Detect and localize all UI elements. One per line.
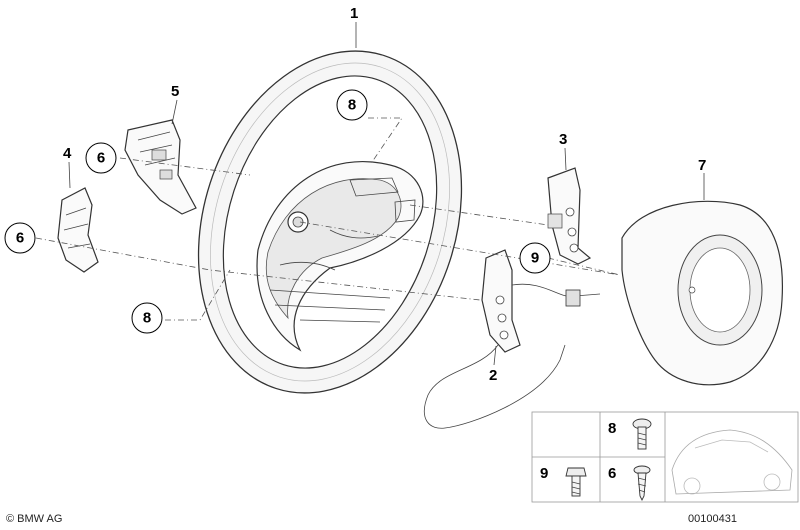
callout-3: 3 [559,131,567,148]
screw-6-icon [633,465,651,502]
bolt-9-icon [565,467,587,497]
svg-text:6: 6 [16,230,24,247]
svg-text:8: 8 [143,310,151,327]
callout-5: 5 [171,83,179,100]
svg-text:9: 9 [531,250,539,267]
svg-text:6: 6 [97,150,105,167]
callout-6-upper: 6 [85,142,117,174]
callout-4: 4 [63,145,72,162]
part-7-airbag-cover [621,200,784,386]
callout-9: 9 [519,242,551,274]
callout-8-lower: 8 [131,302,163,334]
part-5-switch-cluster [124,119,197,215]
bolt-8-icon [632,418,652,450]
callout-6-lower: 6 [4,222,36,254]
leader-lines [35,22,705,366]
car-thumbnail-icon [671,429,793,495]
steering-wheel-hub [256,160,424,352]
inset-label-8: 8 [608,420,616,437]
callout-1: 1 [350,5,358,22]
inset-label-6: 6 [608,465,616,482]
inset-label-9: 9 [540,465,548,482]
callout-7: 7 [698,157,706,174]
callout-8-upper: 8 [336,89,368,121]
part-2-switch-with-cable [423,249,601,429]
part-4-switch-paddle [57,187,99,273]
fastener-inset: 8 9 6 [531,411,799,503]
diagram-number: 00100431 [688,513,737,525]
copyright-text: © BMW AG [6,513,62,525]
svg-text:8: 8 [348,97,356,114]
callout-2: 2 [489,367,497,384]
part-3-switch-unit [547,167,592,265]
